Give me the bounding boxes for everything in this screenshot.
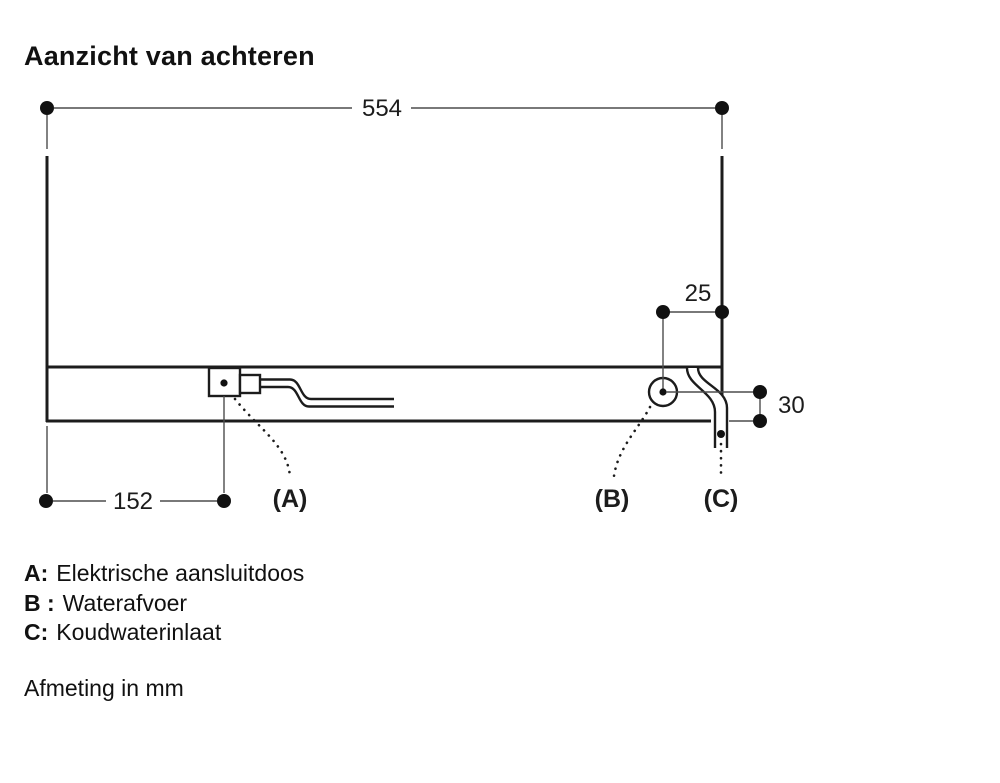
dim-25-dot-left [656,305,670,319]
dim-152-value: 152 [113,488,153,515]
callout-b-label: (B) [595,485,630,513]
dim-width-value: 554 [362,95,402,122]
legend-item-c: C: Koudwaterinlaat [24,618,304,648]
legend-key-a: A: [24,560,49,586]
callout-a-pointer [233,397,292,479]
dim-width-dot-right [715,101,729,115]
legend-item-a: A: Elektrische aansluitdoos [24,559,304,589]
power-cable-top-line [260,378,394,401]
inlet-tube-fill [687,368,727,448]
callout-c-label: (C) [704,485,739,513]
legend: A: Elektrische aansluitdoos B : Waterafv… [24,559,304,648]
drain-port-center-dot [659,388,667,396]
dimension-box-offset: 152 [39,396,231,515]
electrical-box-center-dot [220,379,228,387]
inlet-tube-right-line [696,367,729,448]
dimension-inlet-height: 30 [666,385,805,428]
legend-label-c: Koudwaterinlaat [56,619,222,645]
units-note: Afmeting in mm [24,675,184,701]
legend-item-b: B : Waterafvoer [24,589,304,619]
legend-key-b: B : [24,589,55,616]
legend-label-b: Waterafvoer [62,589,188,616]
dim-30-dot-bottom [753,414,767,428]
electrical-box-connector [238,373,262,395]
dim-152-dot-left [39,494,53,508]
dim-30-value: 30 [778,392,805,419]
dim-width-dot-left [40,101,54,115]
page-title: Aanzicht van achteren [24,41,315,71]
callout-a-label: (A) [273,485,308,513]
dim-152-dot-right [217,494,231,508]
legend-key-c: C: [24,619,49,645]
dimension-width: 554 [40,95,729,149]
callout-b-pointer [612,405,652,478]
electrical-box-group [207,366,394,408]
dimension-inlet-offset: 25 [656,280,729,390]
inlet-tube-marker-dot [717,430,725,438]
dim-25-value: 25 [685,280,712,307]
dim-30-dot-top [753,385,767,399]
legend-label-a: Elektrische aansluitdoos [56,560,305,586]
power-cable-bottom-line [260,385,394,408]
dim-25-dot-right [715,305,729,319]
